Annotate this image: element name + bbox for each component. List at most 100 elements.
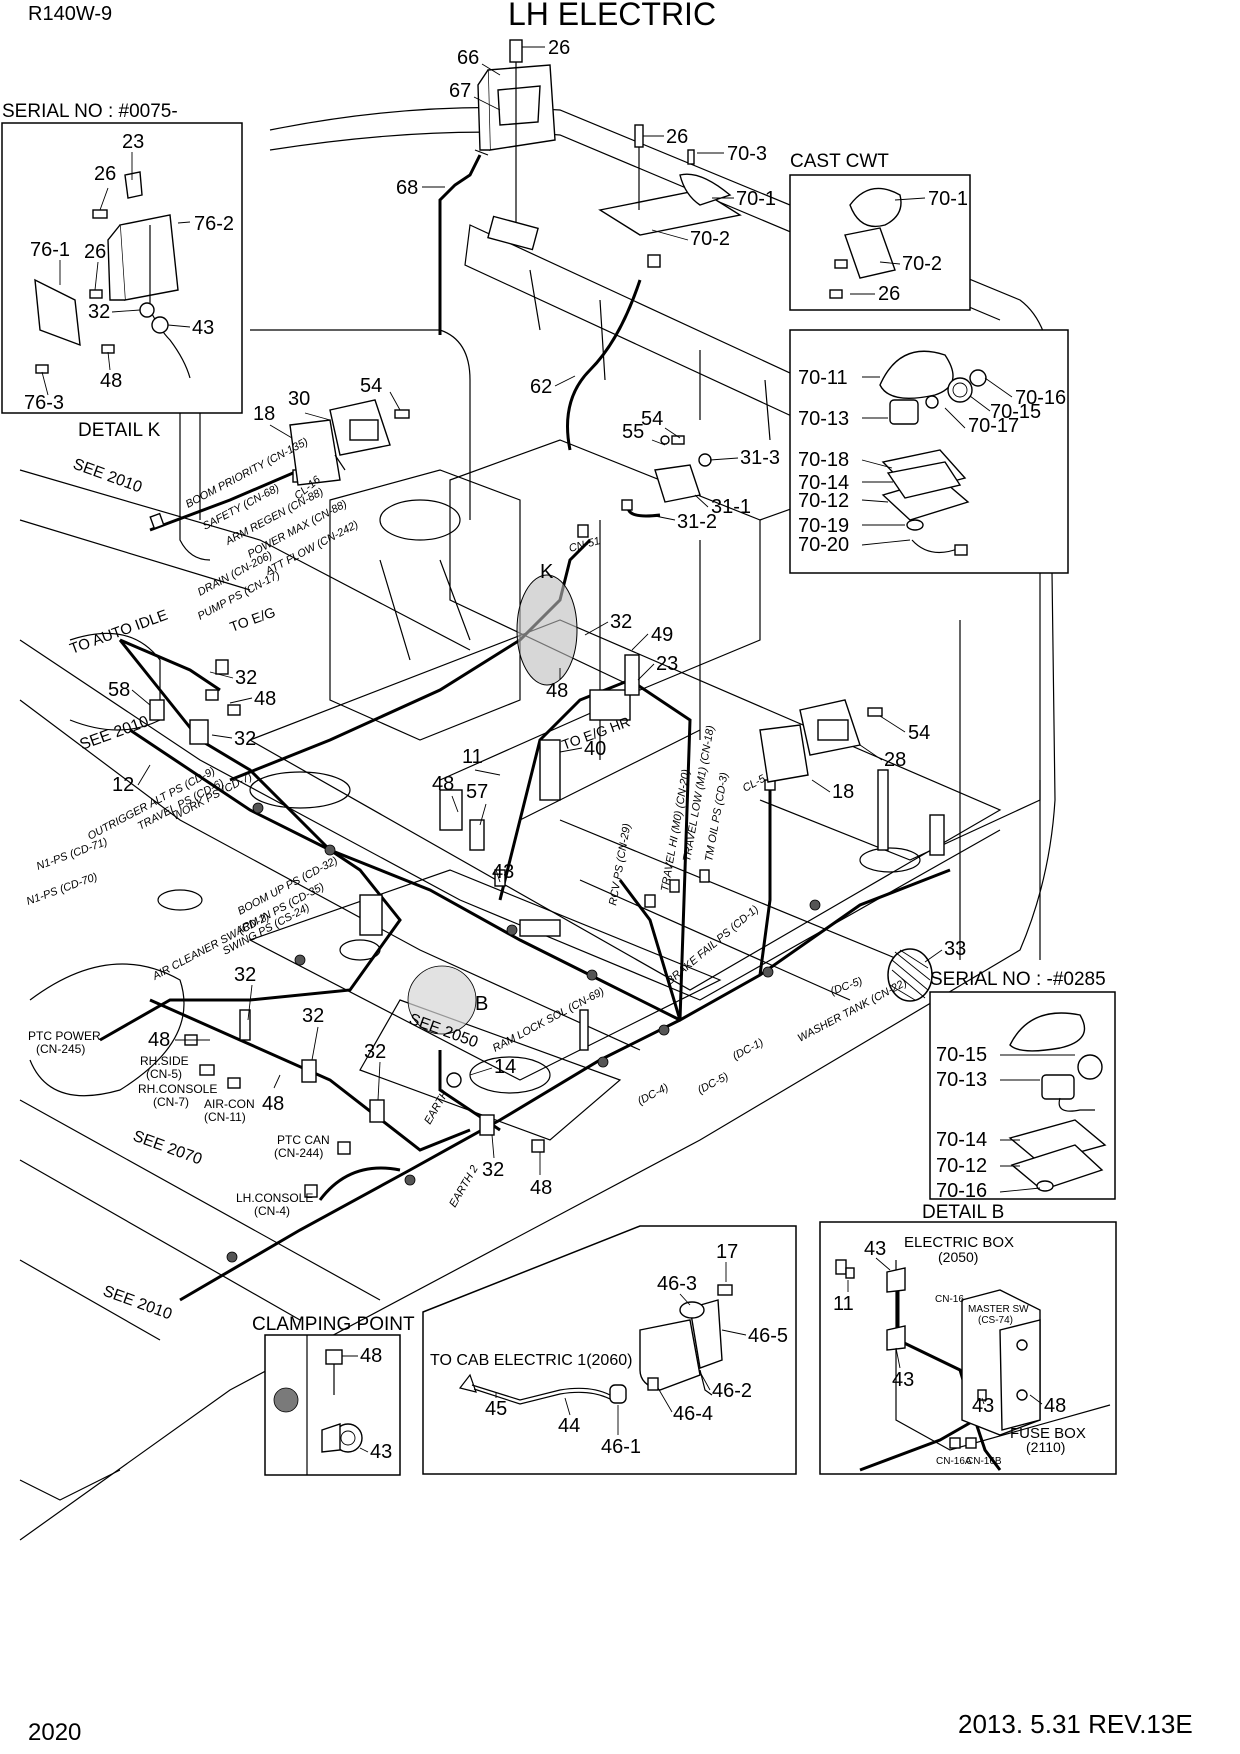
callout-43-b1: 43 — [864, 1238, 886, 1260]
horn-31 — [654, 435, 712, 503]
detail-k-parts — [34, 171, 191, 379]
callout-70-12: 70-12 — [798, 490, 849, 512]
callout-43-a: 43 — [492, 861, 514, 883]
callout-49: 49 — [651, 624, 673, 646]
to-eg: TO E/G — [228, 604, 278, 635]
switch-unit-28 — [759, 699, 883, 783]
dc4-label: (DC-4) — [636, 1081, 671, 1107]
callout-70-13: 70-13 — [798, 408, 849, 430]
callout-68: 68 — [396, 177, 418, 199]
rh-side-label: RH.SIDE — [140, 1054, 189, 1068]
serial-bottom-parts — [1008, 1012, 1107, 1192]
callout-32-e: 32 — [234, 964, 256, 986]
callout-18-b: 18 — [832, 781, 854, 803]
cast-cwt-label: CAST CWT — [790, 151, 889, 172]
callout-70-18: 70-18 — [798, 449, 849, 471]
rh-console-code: (CN-7) — [153, 1095, 189, 1109]
beacon-bracket-70 — [598, 124, 742, 268]
electric-box-ref: (2050) — [938, 1249, 978, 1265]
wire-labels: SEE 2010 SEE 2010 SEE 2050 SEE 2070 SEE … — [25, 436, 909, 1324]
tm-oil-label: TM OIL PS (CD-3) — [703, 771, 731, 862]
callout-32-f: 32 — [302, 1005, 324, 1027]
detail-k-label: DETAIL K — [78, 420, 161, 441]
serial-bottom-label: SERIAL NO : -#0285 — [930, 969, 1106, 990]
callout-70-19: 70-19 — [798, 515, 849, 537]
callout-30: 30 — [288, 388, 310, 410]
callout-46-2: 46-2 — [712, 1380, 752, 1402]
ptc-can-label: PTC CAN — [277, 1133, 330, 1147]
see-2070: SEE 2070 — [131, 1128, 205, 1169]
callout-70-15-b: 70-15 — [936, 1044, 987, 1066]
callout-32-h: 32 — [482, 1159, 504, 1181]
cn16-label: CN-16 — [935, 1294, 964, 1305]
dc5-label-b: (DC-5) — [696, 1070, 731, 1096]
callout-14: 14 — [494, 1056, 516, 1078]
callout-32-k: 32 — [88, 301, 110, 323]
callout-12: 12 — [112, 774, 134, 796]
clamping-point-parts: 48 43 — [321, 1345, 392, 1463]
callout-48-clamp: 48 — [360, 1345, 382, 1367]
callout-labels: 26 66 67 68 26 70-3 70-1 70-2 62 23 26 7… — [24, 37, 1066, 1199]
callout-26-top: 26 — [548, 37, 570, 59]
electric-box-label: ELECTRIC BOX — [904, 1234, 1014, 1251]
callout-32-b: 32 — [610, 611, 632, 633]
callout-70-2-cwt: 70-2 — [902, 253, 942, 275]
cn51-label: CN-51 — [568, 535, 602, 555]
callout-70-13-b: 70-13 — [936, 1069, 987, 1091]
lh-console-label: LH.CONSOLE — [236, 1191, 313, 1205]
detail-b-callouts: ELECTRIC BOX (2050) CN-16 MASTER SW (CS-… — [833, 1234, 1086, 1467]
callout-17: 17 — [716, 1241, 738, 1263]
fuse-box-label: FUSE BOX — [1010, 1425, 1086, 1442]
callout-48-b: 48 — [546, 680, 568, 702]
callout-62: 62 — [530, 376, 552, 398]
callout-55: 55 — [622, 421, 644, 443]
see-2010-a: SEE 2010 — [71, 456, 145, 497]
callout-48-k: 48 — [100, 370, 122, 392]
callout-28: 28 — [884, 749, 906, 771]
cast-cwt-parts — [829, 187, 902, 299]
rh-side-code: (CN-5) — [146, 1067, 182, 1081]
to-cab-label: TO CAB ELECTRIC 1(2060) — [430, 1352, 632, 1369]
callout-26-k1: 26 — [94, 163, 116, 185]
beacon-exploded-parts — [879, 350, 987, 556]
brake-fail-label: BRAKE FAIL PS (CD-1) — [664, 903, 761, 987]
detail-b-parts — [835, 1259, 1111, 1472]
cab-electric-parts — [458, 1284, 733, 1405]
callout-48-d: 48 — [432, 773, 454, 795]
callout-32-d: 32 — [234, 728, 256, 750]
ram-lock-label: RAM LOCK SOL (CN-69) — [491, 985, 607, 1054]
callout-70-1: 70-1 — [736, 188, 776, 210]
ptc-can-code: (CN-244) — [274, 1146, 323, 1160]
clamping-point-label: CLAMPING POINT — [252, 1314, 415, 1335]
frame-brackets — [149, 654, 945, 1153]
callout-32-g: 32 — [364, 1041, 386, 1063]
callout-26-k2: 26 — [84, 241, 106, 263]
detail-k-marker-letter: K — [540, 561, 554, 583]
cab-electric-panel — [422, 1225, 797, 1475]
callout-54-b: 54 — [641, 408, 663, 430]
lh-console-code: (CN-4) — [254, 1204, 290, 1218]
callout-48-f: 48 — [262, 1093, 284, 1115]
callout-70-11: 70-11 — [798, 367, 848, 389]
callout-26-cwt: 26 — [878, 283, 900, 305]
cn16b-label: CN-16B — [966, 1456, 1002, 1467]
detail-b-marker-letter: B — [475, 993, 488, 1015]
page-title: LH ELECTRIC — [508, 0, 716, 32]
page-number: 2020 — [28, 1719, 81, 1746]
callout-66: 66 — [457, 47, 479, 69]
callout-76-2: 76-2 — [194, 213, 234, 235]
callout-11-b: 11 — [833, 1293, 854, 1315]
callout-67: 67 — [449, 80, 471, 102]
cl5-label: CL-5 — [741, 772, 768, 794]
see-2010-c: SEE 2010 — [101, 1283, 175, 1324]
callout-23-k: 23 — [122, 131, 144, 153]
callout-70-16: 70-16 — [1015, 387, 1066, 409]
callout-48-g: 48 — [530, 1177, 552, 1199]
callout-23-b: 23 — [656, 653, 678, 675]
callout-46-1: 46-1 — [601, 1436, 641, 1458]
callout-70-14-b: 70-14 — [936, 1129, 987, 1151]
master-sw-code: (CS-74) — [978, 1315, 1013, 1326]
model-label: R140W-9 — [28, 3, 112, 25]
callout-43-clamp: 43 — [370, 1441, 392, 1463]
callout-11-a: 11 — [462, 746, 483, 768]
